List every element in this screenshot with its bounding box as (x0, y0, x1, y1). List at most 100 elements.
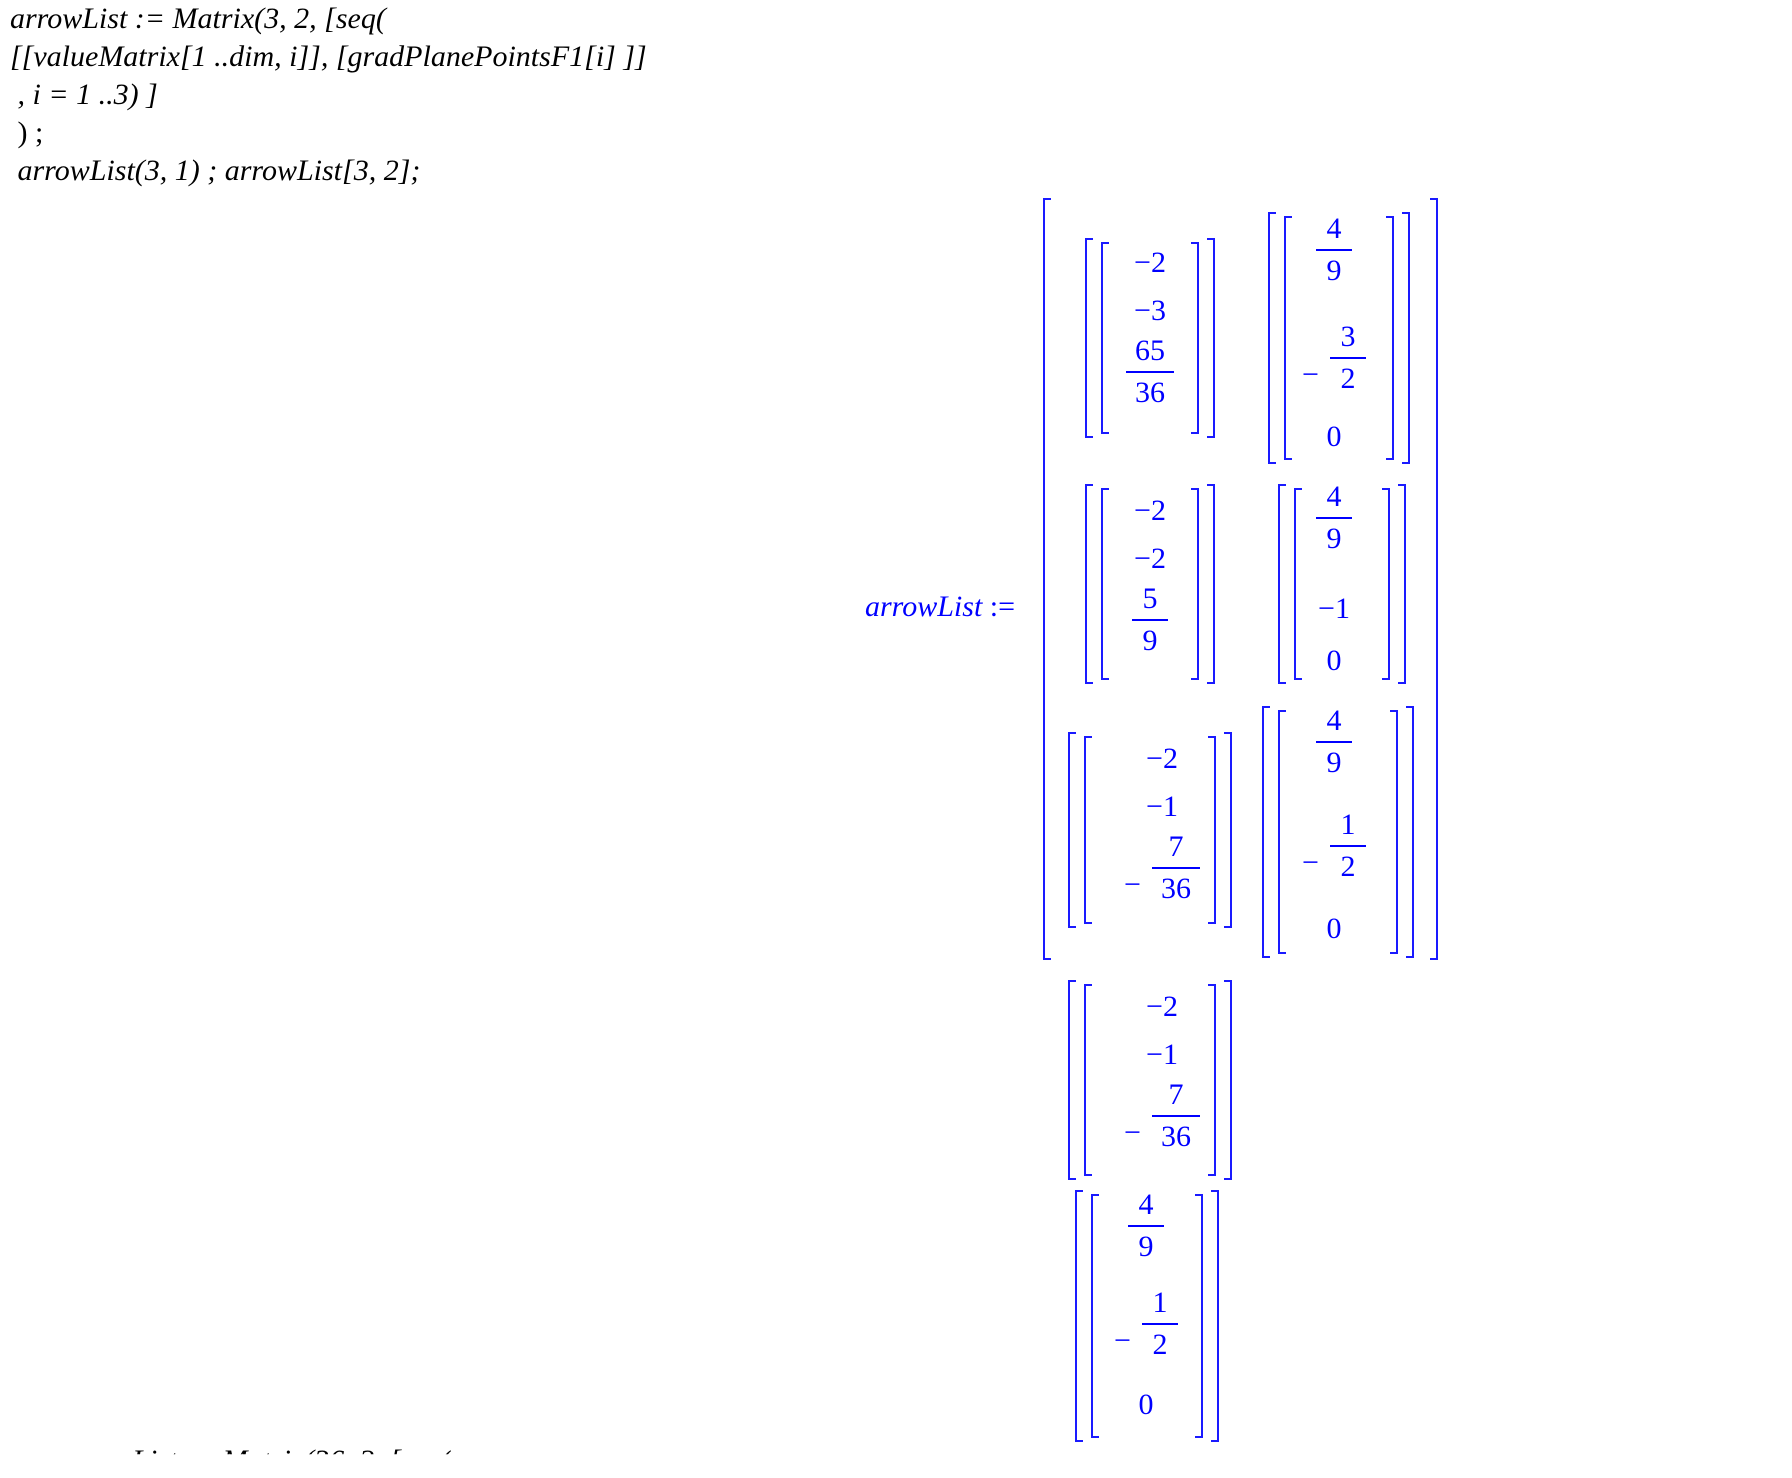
fraction-bar (1142, 1323, 1178, 1325)
fraction-numerator: 4 (1326, 704, 1342, 737)
fraction-bar (1126, 371, 1174, 373)
vector-entry: −1 (1146, 1038, 1178, 1071)
vector-inner-right-bracket (1208, 984, 1216, 1176)
input-line-1[interactable]: arrowList := Matrix(3, 2, [seq( (10, 2, 386, 35)
vector-outer-right-bracket (1211, 1190, 1219, 1442)
vector-entry: −2 (1134, 542, 1166, 575)
output-label: arrowList := (850, 556, 1015, 624)
vector-inner-right-bracket (1382, 488, 1390, 680)
fraction-numerator: 4 (1138, 1188, 1154, 1221)
fraction-numerator: 1 (1152, 1286, 1168, 1319)
vector-outer-right-bracket (1402, 212, 1410, 464)
fraction-numerator: 65 (1135, 334, 1165, 367)
fraction-bar (1316, 517, 1352, 519)
vector-inner-left-bracket (1084, 984, 1092, 1176)
vector-outer-left-bracket (1262, 706, 1270, 958)
fraction-numerator: 1 (1340, 808, 1356, 841)
fraction-bar (1330, 357, 1366, 359)
vector-outer-right-bracket (1398, 484, 1406, 684)
vector-entry: −2 (1146, 990, 1178, 1023)
fraction-sign: − (1124, 1116, 1141, 1149)
vector-outer-right-bracket (1224, 732, 1232, 928)
vector-entry: −2 (1146, 742, 1178, 775)
fraction-denominator: 9 (1138, 1230, 1154, 1263)
vector-inner-right-bracket (1390, 710, 1398, 954)
fraction-denominator: 36 (1161, 872, 1191, 905)
vector-inner-left-bracket (1101, 242, 1109, 434)
vector-inner-left-bracket (1091, 1194, 1099, 1438)
vector-inner-left-bracket (1294, 488, 1302, 680)
input-line-2[interactable]: [[valueMatrix[1 ..dim, i]], [gradPlanePo… (10, 40, 647, 73)
vector-outer-right-bracket (1207, 238, 1215, 438)
fraction-denominator: 36 (1135, 376, 1165, 409)
vector-outer-left-bracket (1268, 212, 1276, 464)
fraction-sign: − (1114, 1324, 1131, 1357)
vector-inner-left-bracket (1101, 488, 1109, 680)
fraction-numerator: 5 (1142, 582, 1158, 615)
fraction-bar (1128, 1225, 1164, 1227)
vector-entry: −1 (1146, 790, 1178, 823)
vector-outer-left-bracket (1085, 484, 1093, 684)
vector-entry: 0 (1326, 420, 1342, 453)
fraction-denominator: 9 (1326, 522, 1342, 555)
input-line-4[interactable]: ) ; (10, 116, 44, 149)
vector-inner-right-bracket (1191, 488, 1199, 680)
vector-entry: −2 (1134, 494, 1166, 527)
outer-matrix-left-bracket (1043, 198, 1051, 960)
vector-outer-left-bracket (1278, 484, 1286, 684)
vector-outer-right-bracket (1406, 706, 1414, 958)
vector-entry: −1 (1318, 592, 1350, 625)
vector-outer-right-bracket (1207, 484, 1215, 684)
input-line-3[interactable]: , i = 1 ..3) ] (10, 78, 158, 111)
fraction-denominator: 9 (1142, 624, 1158, 657)
fraction-bar (1152, 867, 1200, 869)
fraction-denominator: 36 (1161, 1120, 1191, 1153)
fraction-sign: − (1302, 358, 1319, 391)
vector-entry: 0 (1326, 644, 1342, 677)
fraction-denominator: 2 (1340, 362, 1356, 395)
fraction-sign: − (1124, 868, 1141, 901)
fraction-bar (1132, 619, 1168, 621)
vector-outer-right-bracket (1224, 980, 1232, 1180)
vector-outer-left-bracket (1068, 732, 1076, 928)
vector-inner-left-bracket (1278, 710, 1286, 954)
fraction-denominator: 9 (1326, 746, 1342, 779)
fraction-bar (1152, 1115, 1200, 1117)
vector-entry: 0 (1326, 912, 1342, 945)
vector-entry: −2 (1134, 246, 1166, 279)
fraction-bar (1316, 741, 1352, 743)
vector-inner-right-bracket (1195, 1194, 1203, 1438)
vector-outer-left-bracket (1085, 238, 1093, 438)
outer-matrix-right-bracket (1430, 198, 1438, 960)
fraction-denominator: 2 (1340, 850, 1356, 883)
fraction-denominator: 9 (1326, 254, 1342, 287)
output-label-name: arrowList (865, 590, 983, 623)
fraction-numerator: 7 (1168, 1078, 1184, 1111)
vector-entry: −3 (1134, 294, 1166, 327)
assign-operator: := (982, 590, 1016, 623)
fraction-denominator: 2 (1152, 1328, 1168, 1361)
vector-outer-left-bracket (1075, 1190, 1083, 1442)
vector-inner-right-bracket (1386, 216, 1394, 460)
next-input-partial: arrowList := Matrix(36, 2, [seq( (60, 1444, 451, 1477)
vector-inner-left-bracket (1284, 216, 1292, 460)
fraction-numerator: 4 (1326, 480, 1342, 513)
fraction-numerator: 3 (1340, 320, 1356, 353)
vector-entry: 0 (1138, 1388, 1154, 1421)
fraction-numerator: 4 (1326, 212, 1342, 245)
vector-inner-right-bracket (1191, 242, 1199, 434)
fraction-bar (1316, 249, 1352, 251)
input-line-5[interactable]: arrowList(3, 1) ; arrowList[3, 2]; (10, 154, 421, 187)
vector-inner-right-bracket (1208, 736, 1216, 924)
fraction-sign: − (1302, 846, 1319, 879)
